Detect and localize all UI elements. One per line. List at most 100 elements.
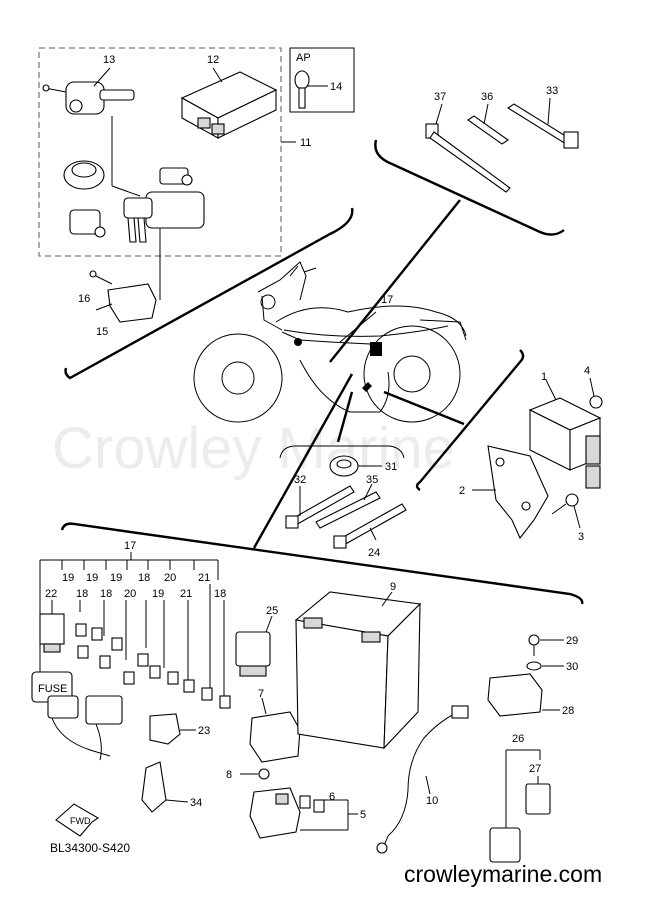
label-18a: 18 — [138, 572, 150, 584]
label-28: 28 — [562, 705, 574, 717]
bracket-2[interactable] — [472, 445, 549, 540]
label-36: 36 — [481, 91, 493, 103]
ap-label: AP — [296, 52, 311, 64]
ecu-12[interactable] — [180, 67, 278, 139]
fuse-i[interactable] — [167, 671, 179, 685]
label-22: 22 — [45, 588, 57, 600]
relay-22[interactable] — [39, 613, 65, 653]
bolt-3[interactable] — [551, 493, 581, 529]
cable-tie-33[interactable] — [506, 97, 579, 149]
fwd-arrow-icon: FWD — [55, 803, 100, 837]
ignition-group-11 — [38, 47, 296, 300]
ap-box: AP 14 — [289, 47, 355, 113]
label-17-fuse: 17 — [124, 540, 136, 552]
bracket-34[interactable] — [141, 761, 189, 813]
website-label: crowleymarine.com — [404, 861, 602, 887]
label-25: 25 — [266, 605, 278, 617]
bracket-15[interactable] — [95, 283, 157, 323]
label-31: 31 — [385, 461, 397, 473]
label-17-bike: 17 — [381, 294, 393, 306]
separator-lines — [60, 139, 584, 605]
fuse-holder-harness[interactable]: FUSE — [31, 671, 123, 761]
battery-9[interactable] — [294, 591, 422, 750]
motorcycle-outline — [193, 261, 467, 423]
fuse-j[interactable] — [183, 679, 195, 693]
washer-30[interactable] — [526, 661, 564, 671]
label-2: 2 — [459, 485, 465, 497]
relay-25[interactable] — [235, 615, 273, 677]
watermark: Crowley Marine — [52, 416, 455, 481]
battery-cable-10[interactable] — [376, 705, 469, 854]
fuse-l[interactable] — [219, 695, 231, 709]
callout-26 — [505, 749, 541, 830]
label-3: 3 — [578, 531, 584, 543]
label-37: 37 — [434, 91, 446, 103]
label-20b: 20 — [124, 588, 136, 600]
label-8: 8 — [226, 769, 232, 781]
relay-28[interactable] — [487, 673, 560, 717]
label-27: 27 — [529, 763, 541, 775]
starter-relay-5[interactable] — [249, 787, 301, 839]
label-1: 1 — [541, 371, 547, 383]
cable-tie-32[interactable] — [285, 485, 355, 529]
label-4: 4 — [584, 365, 590, 377]
label-33: 33 — [546, 85, 558, 97]
key-14[interactable] — [294, 70, 328, 109]
label-21b: 21 — [180, 588, 192, 600]
label-13: 13 — [103, 54, 115, 66]
fuse-6[interactable] — [299, 795, 325, 813]
label-19d: 19 — [152, 588, 164, 600]
label-6: 6 — [329, 791, 335, 803]
clamp-31[interactable] — [329, 455, 382, 477]
nut-4[interactable] — [589, 377, 603, 409]
label-19b: 19 — [86, 572, 98, 584]
fuse-e[interactable] — [99, 655, 111, 669]
label-32: 32 — [294, 474, 306, 486]
cable-tie-36[interactable] — [467, 103, 509, 145]
label-9: 9 — [390, 581, 396, 593]
label-18d: 18 — [214, 588, 226, 600]
label-26: 26 — [512, 733, 524, 745]
screw-16[interactable] — [89, 270, 113, 285]
main-switch-13[interactable] — [42, 67, 135, 115]
label-23: 23 — [198, 725, 210, 737]
label-10: 10 — [426, 795, 438, 807]
fuse-k[interactable] — [201, 687, 213, 701]
fuse-c[interactable] — [77, 645, 89, 659]
fwd-label: FWD — [70, 816, 91, 826]
cable-tie-35[interactable] — [315, 483, 381, 529]
wire-harness-17[interactable] — [281, 311, 382, 392]
label-20a: 20 — [164, 572, 176, 584]
relay-26[interactable] — [489, 827, 521, 863]
label-18b: 18 — [76, 588, 88, 600]
label-11: 11 — [300, 137, 311, 149]
cable-tie-37[interactable] — [425, 103, 511, 193]
tie-bracket-group — [279, 445, 405, 459]
cover-7[interactable] — [249, 697, 301, 763]
label-35: 35 — [366, 474, 378, 486]
label-5: 5 — [360, 809, 366, 821]
fuse-g[interactable] — [123, 671, 135, 685]
fuse-b[interactable] — [91, 627, 103, 641]
label-15: 15 — [96, 326, 108, 338]
cable-tie-24[interactable] — [333, 503, 407, 549]
fuse-d[interactable] — [111, 637, 123, 651]
coupler-27[interactable] — [525, 776, 551, 815]
fuse-label: FUSE — [38, 683, 67, 695]
footer-code: BL34300-S420 — [50, 841, 130, 855]
label-7: 7 — [258, 688, 264, 700]
label-24: 24 — [368, 547, 380, 559]
holder-23[interactable] — [149, 713, 196, 745]
module-1[interactable] — [528, 379, 602, 489]
screw-29[interactable] — [528, 634, 564, 656]
label-29: 29 — [566, 635, 578, 647]
fuse-f[interactable] — [137, 653, 149, 667]
label-19c: 19 — [110, 572, 122, 584]
lock-parts — [63, 116, 205, 300]
fuse-a[interactable] — [75, 623, 87, 637]
label-34: 34 — [190, 797, 202, 809]
label-19a: 19 — [62, 572, 74, 584]
screw-8[interactable] — [240, 768, 270, 780]
fuse-h[interactable] — [149, 665, 161, 679]
